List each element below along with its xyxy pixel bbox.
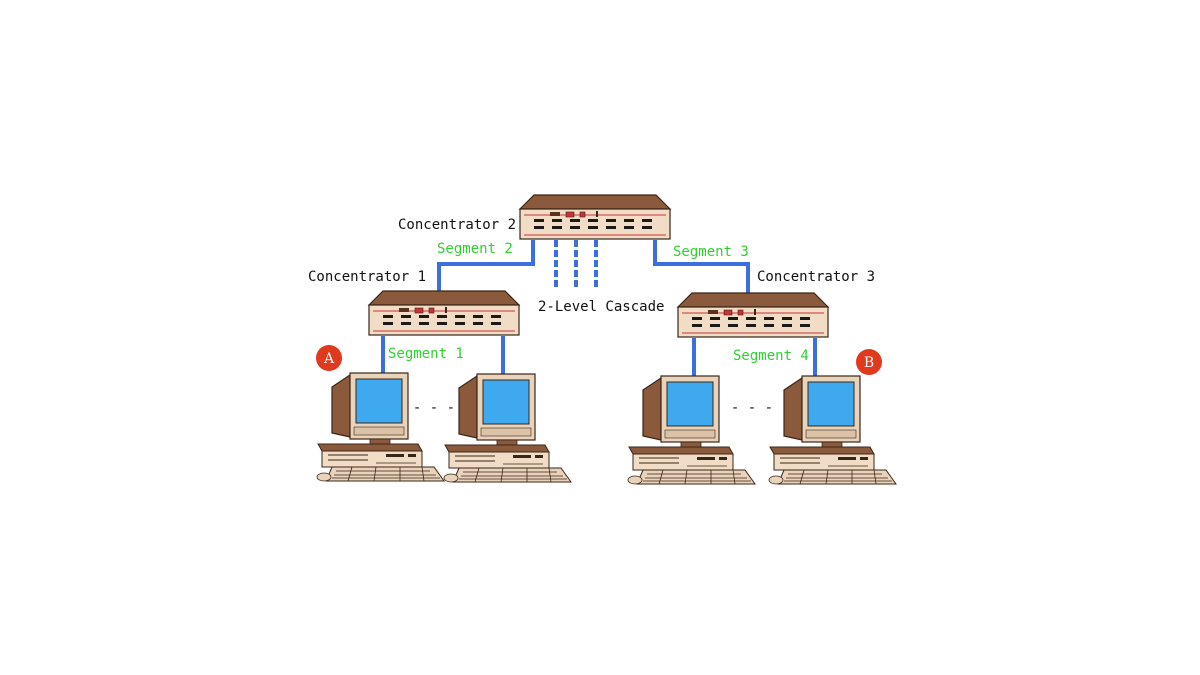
concentrator-1-device — [368, 290, 520, 336]
marker-a-label: A — [323, 351, 335, 367]
segment-1-label: Segment 1 — [388, 346, 464, 362]
marker-a: A — [316, 345, 342, 371]
segment-3-cable — [653, 240, 750, 294]
cables — [381, 240, 817, 378]
concentrator-2-label: Concentrator 2 — [398, 217, 516, 233]
marker-b-label: B — [864, 355, 874, 371]
segment-2-label: Segment 2 — [437, 241, 513, 257]
ellipsis-right: - - - — [731, 400, 773, 416]
concentrator-3-label: Concentrator 3 — [757, 269, 875, 285]
marker-b: B — [856, 349, 882, 375]
marker-b-circle — [856, 349, 882, 375]
concentrator-3-device — [677, 292, 829, 338]
concentrator-1-label: Concentrator 1 — [308, 269, 426, 285]
marker-a-circle — [316, 345, 342, 371]
segment-3-label: Segment 3 — [673, 244, 749, 260]
workstation-a — [316, 372, 445, 482]
ellipsis-left: - - - — [413, 400, 455, 416]
workstation-b — [768, 375, 897, 485]
segment-2-cable — [437, 240, 535, 292]
workstation-segment-1-right — [443, 373, 572, 483]
concentrator-2-device — [519, 194, 671, 240]
segment-4-label: Segment 4 — [733, 348, 809, 364]
workstation-segment-4-left — [627, 375, 756, 485]
cascade-label: 2-Level Cascade — [538, 299, 664, 315]
